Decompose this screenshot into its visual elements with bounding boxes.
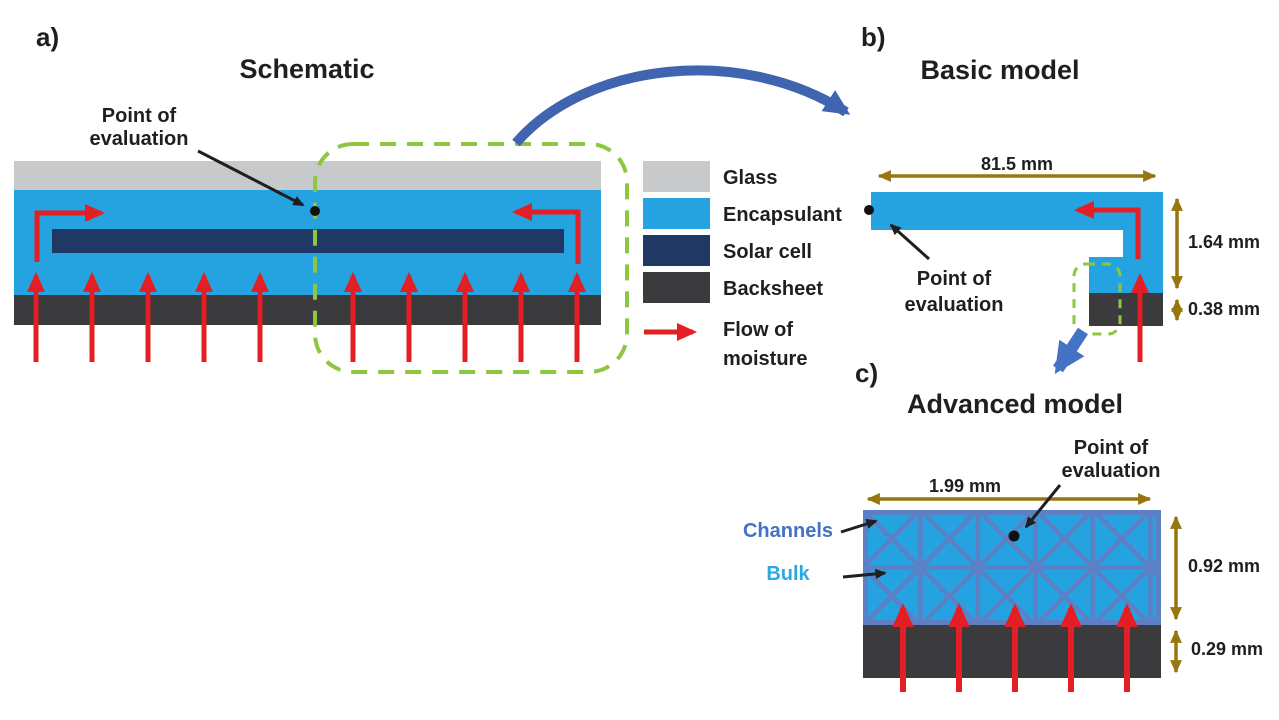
point-of-evaluation-label-a: Point of evaluation — [90, 105, 189, 151]
evaluation-point-dot-b — [864, 205, 874, 215]
link-arrow-b-to-c — [1052, 327, 1089, 375]
dim-label-encapsulant-b: 1.64 mm — [1188, 232, 1261, 252]
moisture-flow-arrows-b — [1074, 200, 1150, 362]
point-of-evaluation-label-c: Point of evaluation — [1062, 437, 1161, 483]
moisture-arrow-top-loop — [1074, 200, 1141, 259]
encapsulant-lattice-c — [863, 510, 1161, 625]
point-label-line1: Point of — [916, 268, 992, 290]
bulk-annotation-arrow — [842, 568, 887, 579]
point-annotation-arrow-b — [889, 223, 931, 261]
point-of-evaluation-label-b: Point of evaluation — [905, 266, 1004, 318]
point-label-line2: evaluation — [89, 128, 189, 150]
dim-label-backsheet-c: 0.29 mm — [1191, 639, 1264, 659]
panel-b-title: Basic model — [920, 55, 1080, 85]
moisture-flow-arrows-a — [27, 202, 587, 362]
panel-b-label: b) — [861, 22, 886, 52]
legend-flow-line2: moisture — [723, 348, 808, 370]
dim-label-backsheet-b: 0.38 mm — [1188, 299, 1261, 319]
channels-annotation-arrow — [840, 519, 878, 534]
link-arrow-a-to-b — [512, 65, 851, 147]
highlight-dashed-box-a — [313, 142, 629, 374]
moisture-flow-arrows-c — [892, 603, 1138, 692]
moisture-arrow-left-loop — [34, 204, 105, 262]
point-annotation-arrow-c — [1024, 484, 1062, 529]
highlight-dashed-box-b — [1072, 262, 1122, 336]
bulk-label: Bulk — [766, 563, 810, 585]
panel-c-label: c) — [855, 358, 879, 388]
legend-label-backsheet: Backsheet — [723, 278, 824, 300]
backsheet-block-b — [1089, 293, 1163, 326]
evaluation-point-dot-c — [1008, 530, 1020, 542]
panel-c-title: Advanced model — [906, 389, 1124, 419]
point-label-line1: Point of — [101, 105, 177, 127]
point-label-line1: Point of — [1073, 437, 1149, 459]
dim-label-width-b: 81.5 mm — [980, 154, 1054, 174]
legend-flow-line1: Flow of — [723, 319, 793, 341]
legend-swatch-solar-cell — [643, 235, 710, 266]
dim-label-width-c: 1.99 mm — [928, 476, 1002, 496]
legend-swatch-glass — [643, 161, 710, 192]
moisture-arrow-right-loop — [512, 202, 581, 264]
solar-cell-layer-a — [52, 229, 564, 253]
channels-label: Channels — [742, 520, 834, 542]
legend-label-solar-cell: Solar cell — [723, 241, 812, 263]
dimension-arrows-b — [877, 170, 1183, 322]
point-label-line2: evaluation — [1061, 460, 1161, 482]
point-annotation-arrow-a — [197, 149, 305, 207]
panel-a-label: a) — [36, 22, 60, 52]
evaluation-point-dot-a — [310, 206, 320, 216]
dimension-arrows-c — [866, 493, 1182, 674]
glass-layer-a — [14, 161, 601, 190]
legend-label-encapsulant: Encapsulant — [723, 204, 842, 226]
legend-label-glass: Glass — [723, 167, 778, 189]
dim-label-encapsulant-c: 0.92 mm — [1188, 556, 1261, 576]
legend-swatch-backsheet — [643, 272, 710, 303]
legend-label-flow-of-moisture: Flow of moisture — [723, 316, 807, 374]
legend-swatch-encapsulant — [643, 198, 710, 229]
backsheet-layer-a — [14, 295, 601, 325]
panel-a-title: Schematic — [239, 54, 375, 84]
point-label-line2: evaluation — [904, 294, 1004, 316]
